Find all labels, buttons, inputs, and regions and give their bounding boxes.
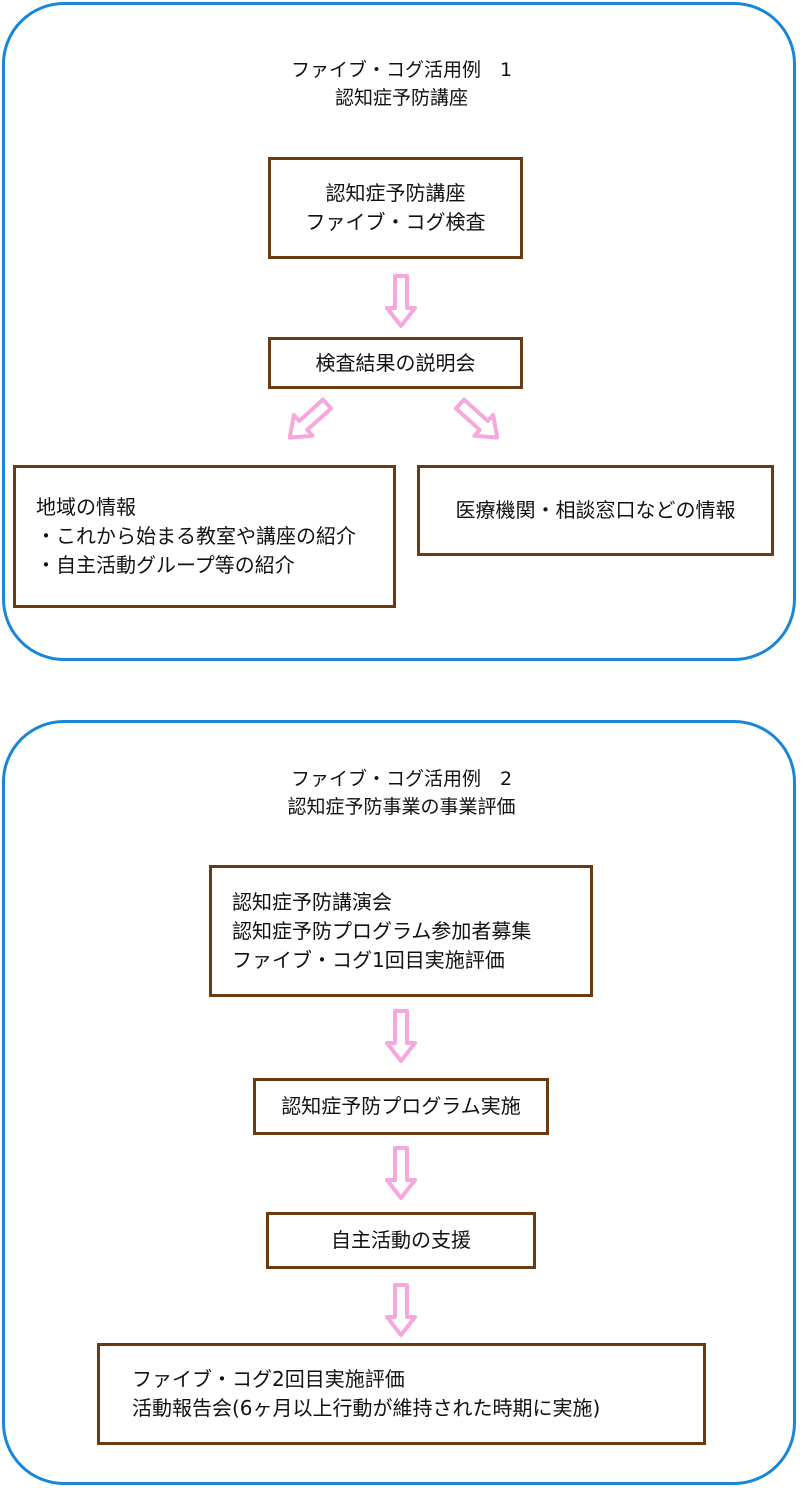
box-program: 認知症予防プログラム実施: [253, 1078, 549, 1135]
box-line: 地域の情報: [36, 495, 136, 519]
box-local-info: 地域の情報 ・これから始まる教室や講座の紹介 ・自主活動グループ等の紹介: [13, 465, 396, 608]
box-line: ファイブ・コグ1回目実施評価: [232, 947, 505, 972]
arrow-down-icon: [385, 1146, 417, 1200]
box-line: ファイブ・コグ2回目実施評価: [132, 1367, 405, 1391]
example2-panel: [2, 720, 796, 1485]
box-line: 医療機関・相談窓口などの情報: [455, 498, 736, 522]
example1-title-line2: 認知症予防講座: [334, 87, 468, 109]
example2-title-line2: 認知症予防事業の事業評価: [287, 796, 516, 818]
arrow-down-icon: [385, 274, 417, 328]
box-line: 認知症予防講演会: [232, 889, 392, 914]
box-medical-info: 医療機関・相談窓口などの情報: [417, 465, 774, 556]
example1-panel: [2, 2, 796, 661]
arrow-down-left-icon: [278, 391, 339, 450]
example2-title: ファイブ・コグ活用例 2 認知症予防事業の事業評価: [0, 765, 803, 821]
example1-title-line1: ファイブ・コグ活用例 1: [290, 59, 513, 81]
box-results-briefing: 検査結果の説明会: [268, 337, 523, 389]
box-line: 認知症予防講座: [325, 181, 466, 205]
box-line: 検査結果の説明会: [315, 350, 476, 375]
arrow-down-icon: [385, 1009, 417, 1063]
example2-title-line1: ファイブ・コグ活用例 2: [290, 768, 513, 790]
box-line: ・自主活動グループ等の紹介: [36, 553, 295, 577]
box-line: ファイブ・コグ検査: [305, 210, 486, 234]
box-lecture: 認知症予防講演会 認知症予防プログラム参加者募集 ファイブ・コグ1回目実施評価: [209, 865, 593, 997]
box-line: 認知症予防プログラム実施: [281, 1094, 521, 1118]
box-line: 活動報告会(6ヶ月以上行動が維持された時期に実施): [132, 1396, 601, 1420]
box-dementia-course: 認知症予防講座 ファイブ・コグ検査: [268, 157, 523, 259]
box-final-evaluation: ファイブ・コグ2回目実施評価 活動報告会(6ヶ月以上行動が維持された時期に実施): [97, 1343, 706, 1445]
arrow-down-right-icon: [448, 391, 509, 450]
arrow-down-icon: [385, 1283, 417, 1337]
box-line: ・これから始まる教室や講座の紹介: [36, 524, 356, 548]
box-line: 自主活動の支援: [331, 1228, 471, 1252]
box-line: 認知症予防プログラム参加者募集: [232, 918, 532, 943]
box-support: 自主活動の支援: [266, 1212, 536, 1269]
example1-title: ファイブ・コグ活用例 1 認知症予防講座: [0, 56, 803, 112]
